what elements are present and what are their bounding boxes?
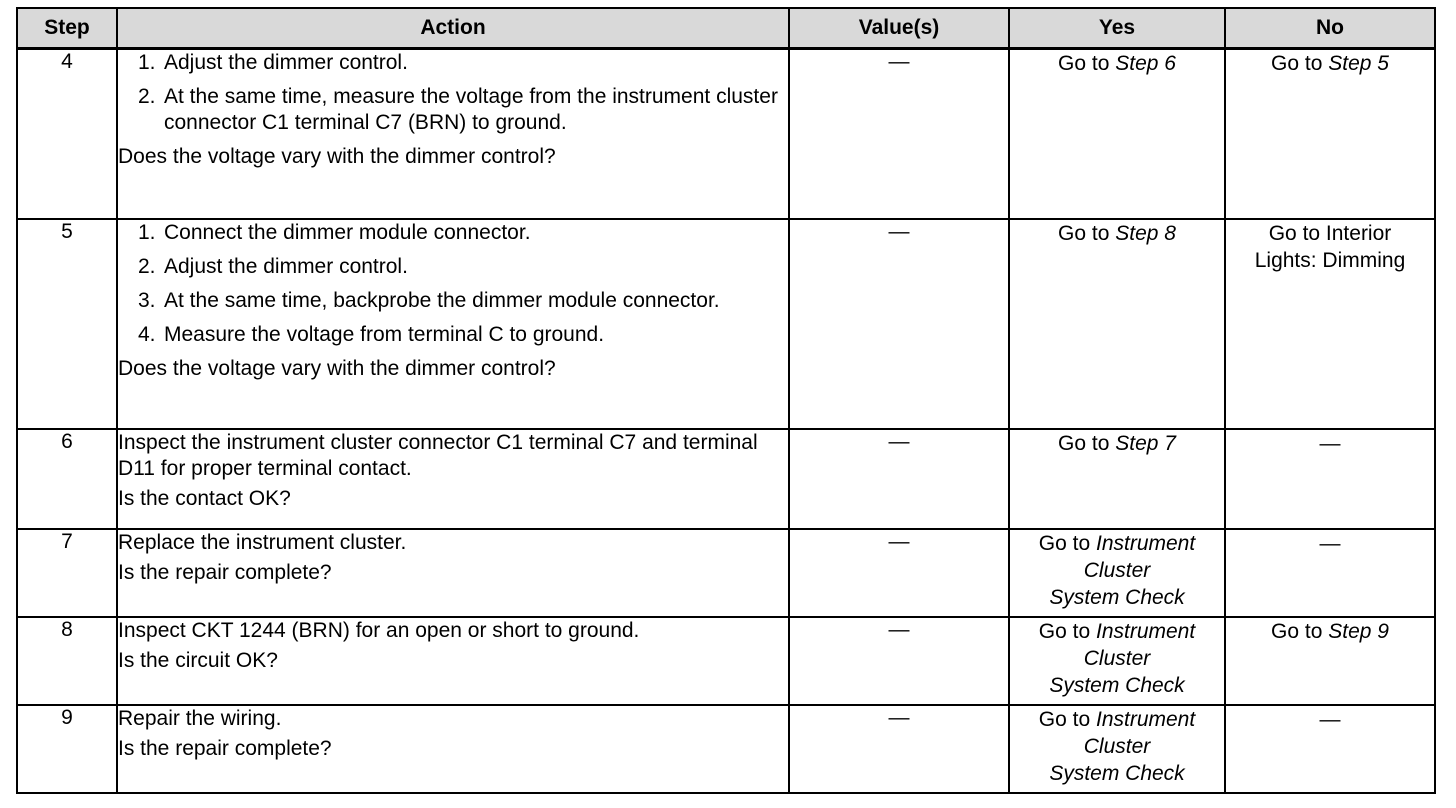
action-text: Inspect the instrument cluster connector… [118, 431, 758, 480]
item-text: Adjust the dimmer control. [164, 255, 408, 278]
table-row: 5 1. Connect the dimmer module connector.… [16, 218, 1436, 430]
list-item: 2. Adjust the dimmer control. [138, 254, 788, 280]
yes-ref-line-1: Instrument [1095, 532, 1196, 555]
no-step-ref: Step 9 [1328, 620, 1389, 643]
table-row: 4 1. Adjust the dimmer control. 2. At the … [16, 47, 1436, 220]
no-prefix: Go to [1271, 52, 1329, 75]
diagnostic-table: Step Action Value(s) Yes No 4 1. Adjust t… [16, 7, 1436, 794]
value-cell: — [788, 218, 1010, 430]
no-cell: — [1224, 704, 1436, 794]
item-number: 4. [138, 323, 156, 346]
yes-cell: Go to Instrument Cluster System Check [1008, 704, 1226, 794]
yes-prefix: Go to [1058, 432, 1116, 455]
no-prefix: Go to [1271, 620, 1329, 643]
value-cell: — [788, 47, 1010, 220]
yes-cell: Go to Instrument Cluster System Check [1008, 528, 1226, 618]
header-action: Action [116, 7, 790, 50]
step-number: 9 [16, 704, 118, 794]
list-item: 4. Measure the voltage from terminal C to… [138, 322, 788, 348]
question-text: Does the voltage vary with the dimmer co… [118, 145, 556, 168]
action-cell: Inspect the instrument cluster connector… [116, 428, 790, 530]
value-cell: — [788, 428, 1010, 530]
item-text: At the same time, measure the voltage fr… [164, 85, 778, 134]
no-cell: Go to Step 5 [1224, 47, 1436, 220]
header-row: Step Action Value(s) Yes No [16, 7, 1436, 50]
table-row: 9 Repair the wiring. Is the repair compl… [16, 704, 1436, 794]
header-yes: Yes [1008, 7, 1226, 50]
list-item: 1. Adjust the dimmer control. [138, 50, 788, 76]
value-cell: — [788, 616, 1010, 706]
yes-prefix: Go to [1058, 222, 1116, 245]
no-cell: — [1224, 528, 1436, 618]
list-item: 1. Connect the dimmer module connector. [138, 220, 788, 246]
yes-step-ref: Step 6 [1115, 52, 1176, 75]
yes-cell: Go to Step 7 [1008, 428, 1226, 530]
yes-ref-line-3: System Check [1049, 762, 1185, 785]
item-text: Adjust the dimmer control. [164, 51, 408, 74]
action-text: Replace the instrument cluster. [118, 531, 407, 554]
yes-cell: Go to Step 6 [1008, 47, 1226, 220]
action-cell: Repair the wiring. Is the repair complet… [116, 704, 790, 794]
step-number: 6 [16, 428, 118, 530]
item-text: At the same time, backprobe the dimmer m… [164, 289, 720, 312]
action-text: Inspect CKT 1244 (BRN) for an open or sh… [118, 619, 640, 642]
header-values: Value(s) [788, 7, 1010, 50]
yes-ref-line-1: Instrument [1095, 708, 1196, 731]
value-cell: — [788, 528, 1010, 618]
item-number: 1. [138, 51, 156, 74]
question-text: Is the circuit OK? [118, 649, 278, 672]
action-cell: 1. Adjust the dimmer control. 2. At the sa… [116, 47, 790, 220]
step-number: 7 [16, 528, 118, 618]
item-number: 1. [138, 221, 156, 244]
list-item: 2. At the same time, measure the voltage … [138, 84, 788, 136]
step-number: 4 [16, 47, 118, 220]
step-number: 5 [16, 218, 118, 430]
no-line-2: Lights: Dimming [1254, 249, 1406, 272]
yes-prefix: Go to [1038, 708, 1096, 731]
yes-prefix: Go to [1058, 52, 1116, 75]
yes-step-ref: Step 8 [1115, 222, 1176, 245]
yes-ref-line-2: Cluster [1083, 647, 1151, 670]
item-number: 2. [138, 85, 156, 108]
yes-cell: Go to Step 8 [1008, 218, 1226, 430]
action-cell: Replace the instrument cluster. Is the r… [116, 528, 790, 618]
yes-cell: Go to Instrument Cluster System Check [1008, 616, 1226, 706]
no-cell: Go to Interior Lights: Dimming [1224, 218, 1436, 430]
no-cell: Go to Step 9 [1224, 616, 1436, 706]
step-number: 8 [16, 616, 118, 706]
yes-ref-line-2: Cluster [1083, 735, 1151, 758]
action-cell: 1. Connect the dimmer module connector. 2… [116, 218, 790, 430]
action-text: Repair the wiring. [118, 707, 282, 730]
value-cell: — [788, 704, 1010, 794]
no-cell: — [1224, 428, 1436, 530]
action-list: 1. Connect the dimmer module connector. 2… [118, 220, 788, 348]
yes-ref-line-3: System Check [1049, 586, 1185, 609]
question-text: Does the voltage vary with the dimmer co… [118, 357, 556, 380]
yes-ref-line-1: Instrument [1095, 620, 1196, 643]
question-text: Is the repair complete? [118, 737, 332, 760]
item-text: Measure the voltage from terminal C to g… [164, 323, 605, 346]
yes-ref-line-3: System Check [1049, 674, 1185, 697]
header-no: No [1224, 7, 1436, 50]
no-line-1: Go to Interior [1268, 222, 1392, 245]
table-row: 6 Inspect the instrument cluster connect… [16, 428, 1436, 530]
question-text: Is the repair complete? [118, 561, 332, 584]
list-item: 3. At the same time, backprobe the dimmer… [138, 288, 788, 314]
action-cell: Inspect CKT 1244 (BRN) for an open or sh… [116, 616, 790, 706]
item-number: 2. [138, 255, 156, 278]
item-number: 3. [138, 289, 156, 312]
question-text: Is the contact OK? [118, 487, 291, 510]
yes-step-ref: Step 7 [1115, 432, 1176, 455]
yes-prefix: Go to [1038, 620, 1096, 643]
yes-prefix: Go to [1038, 532, 1096, 555]
header-step: Step [16, 7, 118, 50]
action-list: 1. Adjust the dimmer control. 2. At the sa… [118, 50, 788, 136]
no-step-ref: Step 5 [1328, 52, 1389, 75]
item-text: Connect the dimmer module connector. [164, 221, 531, 244]
yes-ref-line-2: Cluster [1083, 559, 1151, 582]
table-row: 8 Inspect CKT 1244 (BRN) for an open or … [16, 616, 1436, 706]
table-row: 7 Replace the instrument cluster. Is the… [16, 528, 1436, 618]
